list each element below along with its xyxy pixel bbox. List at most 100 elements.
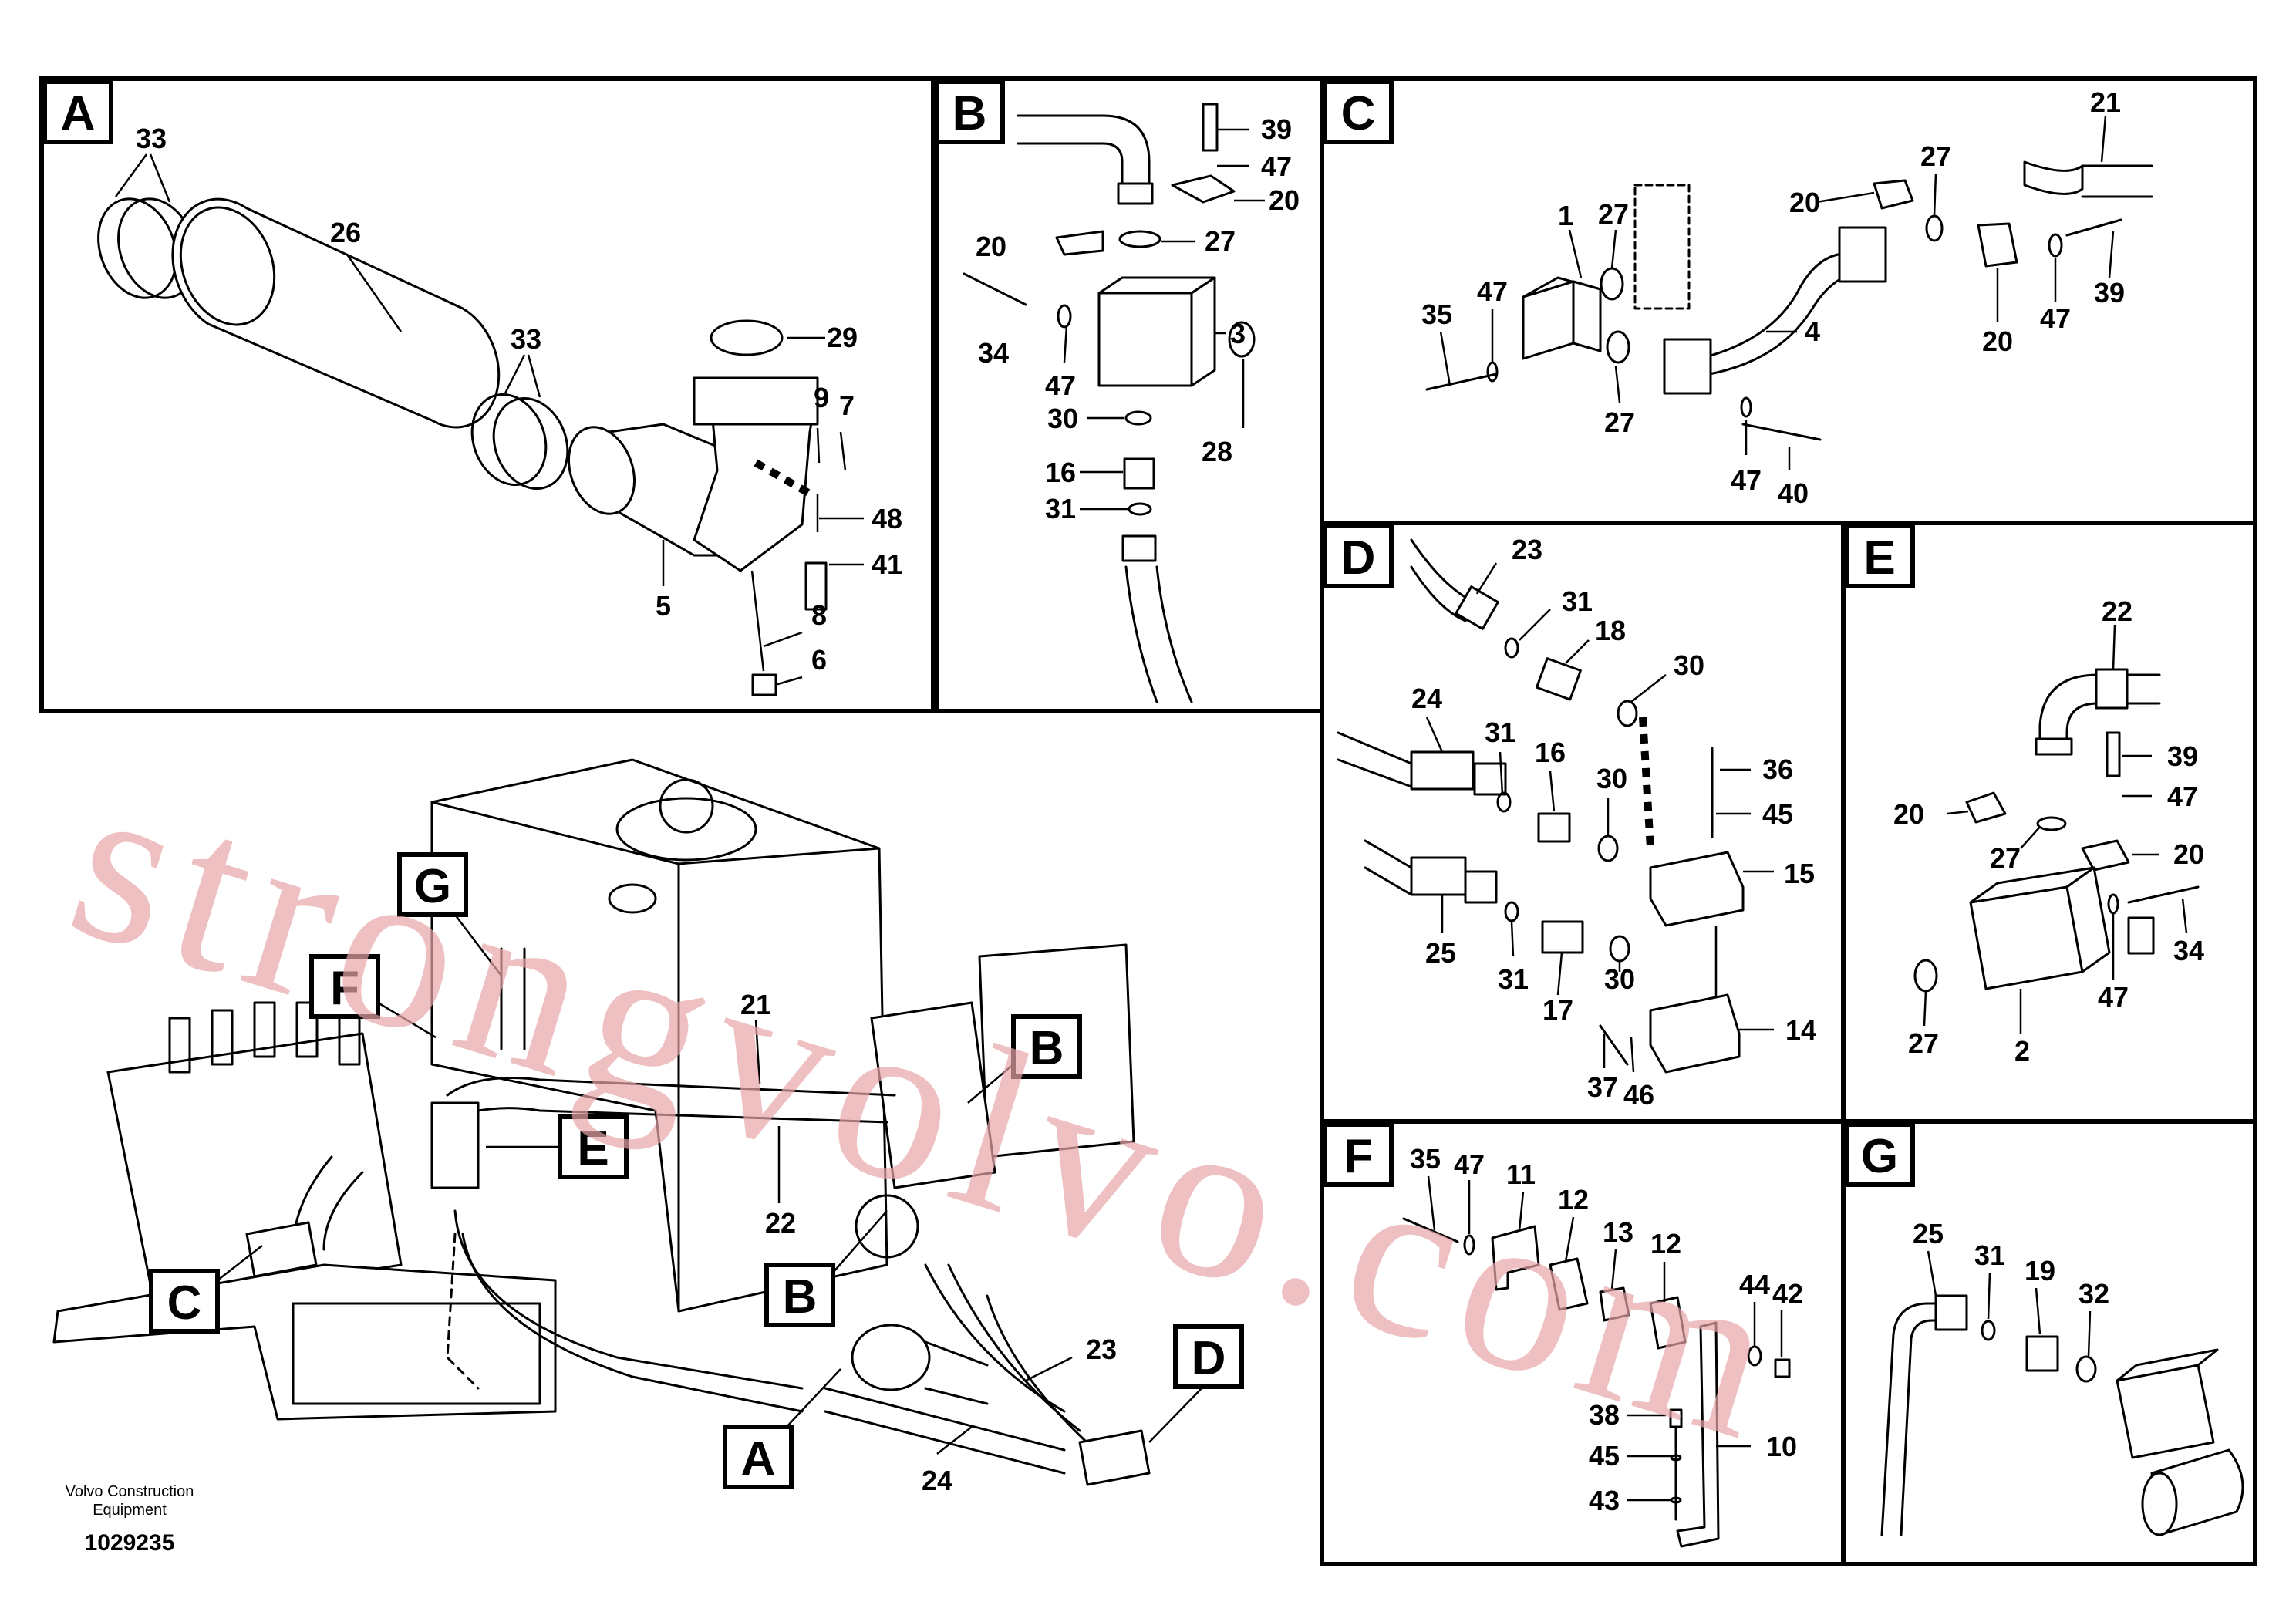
part-callout-36: 36: [1762, 754, 1793, 785]
part-callout-31: 31: [1485, 717, 1515, 748]
part-callout-39: 39: [1261, 113, 1292, 145]
part-callout-19: 19: [2025, 1255, 2055, 1286]
panel-d-label: D: [1341, 531, 1376, 585]
part-callout-11: 11: [1506, 1158, 1536, 1190]
part-callout-33: 33: [511, 323, 541, 355]
part-callout-39: 39: [2167, 740, 2198, 772]
part-callout-4: 4: [1805, 315, 1820, 347]
part-callout-25: 25: [1425, 937, 1456, 969]
part-callout-47: 47: [2167, 781, 2198, 812]
part-callout-7: 7: [839, 389, 855, 421]
part-callout-16: 16: [1045, 457, 1076, 488]
panel-b-label: B: [952, 87, 987, 140]
manufacturer-credit-line2: Equipment: [93, 1502, 167, 1519]
detail-reference-b: B: [783, 1270, 818, 1324]
part-callout-29: 29: [827, 322, 858, 353]
part-callout-22: 22: [2102, 595, 2132, 627]
part-callout-26: 26: [330, 217, 361, 248]
part-callout-2: 2: [2014, 1035, 2030, 1067]
part-callout-47: 47: [1045, 369, 1076, 401]
part-callout-46: 46: [1623, 1079, 1654, 1111]
panel-c-label: C: [1341, 87, 1376, 140]
part-callout-41: 41: [872, 548, 902, 580]
panel-f: F 35 47 11 12 13 12 44 42 38 45: [1323, 1122, 1803, 1548]
drawing-number: 1029235: [85, 1530, 175, 1556]
part-callout-20: 20: [1789, 187, 1820, 218]
part-callout-39: 39: [2094, 277, 2125, 309]
part-callout-27: 27: [1205, 225, 1236, 257]
part-callout-45: 45: [1762, 798, 1793, 830]
part-callout-47: 47: [1454, 1148, 1485, 1180]
part-callout-23: 23: [1512, 534, 1542, 565]
panel-a: A 33 26: [42, 79, 902, 696]
part-callout-27: 27: [1604, 406, 1635, 438]
part-callout-9: 9: [814, 382, 829, 413]
part-callout-24: 24: [1411, 683, 1442, 714]
panel-a-label: A: [61, 87, 96, 140]
detail-reference-f: F: [330, 962, 359, 1015]
detail-reference-g: G: [414, 860, 451, 913]
part-callout-27: 27: [1920, 140, 1951, 172]
part-callout-20: 20: [1893, 798, 1924, 830]
part-callout-20: 20: [2173, 838, 2204, 870]
panel-g: G 25 31 19 32: [1844, 1122, 2244, 1536]
part-callout-30: 30: [1596, 763, 1627, 794]
part-callout-31: 31: [1045, 493, 1076, 524]
part-callout-21: 21: [740, 989, 771, 1020]
panel-d: D: [1323, 524, 1816, 1111]
part-callout-37: 37: [1587, 1071, 1618, 1103]
detail-reference-e: E: [577, 1122, 609, 1175]
part-callout-35: 35: [1421, 298, 1452, 330]
part-callout-20: 20: [976, 231, 1006, 262]
part-callout-35: 35: [1410, 1143, 1441, 1175]
part-callout-5: 5: [656, 590, 671, 622]
part-callout-16: 16: [1535, 737, 1566, 768]
part-callout-47: 47: [1477, 275, 1508, 307]
part-callout-34: 34: [978, 337, 1009, 369]
part-callout-24: 24: [922, 1465, 952, 1496]
panel-e-label: E: [1863, 531, 1895, 585]
part-callout-20: 20: [1982, 325, 2013, 357]
part-callout-30: 30: [1674, 649, 1704, 681]
part-callout-8: 8: [811, 599, 827, 631]
part-callout-20: 20: [1269, 184, 1300, 216]
part-callout-40: 40: [1778, 477, 1809, 509]
part-callout-32: 32: [2079, 1278, 2109, 1310]
part-callout-47: 47: [2040, 302, 2071, 334]
detail-reference-d: D: [1192, 1332, 1226, 1385]
part-callout-47: 47: [1261, 150, 1292, 182]
detail-reference-c: C: [167, 1276, 202, 1330]
part-callout-3: 3: [1230, 318, 1246, 349]
part-callout-31: 31: [1974, 1239, 2005, 1271]
machine-overview: G F B E C B D A 21 22 23 24: [52, 758, 1244, 1496]
part-callout-27: 27: [1598, 198, 1629, 230]
part-callout-27: 27: [1990, 842, 2021, 874]
part-callout-43: 43: [1589, 1485, 1620, 1516]
part-callout-30: 30: [1604, 963, 1635, 995]
panel-b: B 39 47 20 20 27 34: [934, 79, 1300, 703]
panel-e: E 22 39 47 20 27 20 34 47 27 2: [1844, 524, 2204, 1067]
part-callout-22: 22: [765, 1207, 796, 1239]
part-callout-48: 48: [872, 503, 902, 534]
part-callout-17: 17: [1542, 994, 1573, 1026]
part-callout-18: 18: [1595, 615, 1626, 646]
part-callout-45: 45: [1589, 1440, 1620, 1472]
part-callout-27: 27: [1908, 1027, 1939, 1059]
detail-reference-b: B: [1030, 1022, 1064, 1075]
panel-f-label: F: [1344, 1130, 1373, 1183]
part-callout-12: 12: [1558, 1184, 1589, 1216]
part-callout-28: 28: [1202, 436, 1232, 467]
part-callout-30: 30: [1047, 403, 1078, 434]
part-callout-42: 42: [1772, 1278, 1803, 1310]
part-callout-13: 13: [1603, 1216, 1633, 1248]
part-callout-12: 12: [1650, 1228, 1681, 1259]
part-callout-47: 47: [1731, 464, 1762, 496]
part-callout-44: 44: [1739, 1269, 1770, 1300]
manufacturer-credit-line1: Volvo Construction: [66, 1483, 194, 1500]
part-callout-1: 1: [1558, 200, 1573, 231]
part-callout-23: 23: [1086, 1334, 1117, 1365]
detail-reference-a: A: [741, 1432, 776, 1485]
part-callout-31: 31: [1562, 585, 1593, 617]
footer: Volvo Construction Equipment 1029235: [66, 1483, 194, 1556]
